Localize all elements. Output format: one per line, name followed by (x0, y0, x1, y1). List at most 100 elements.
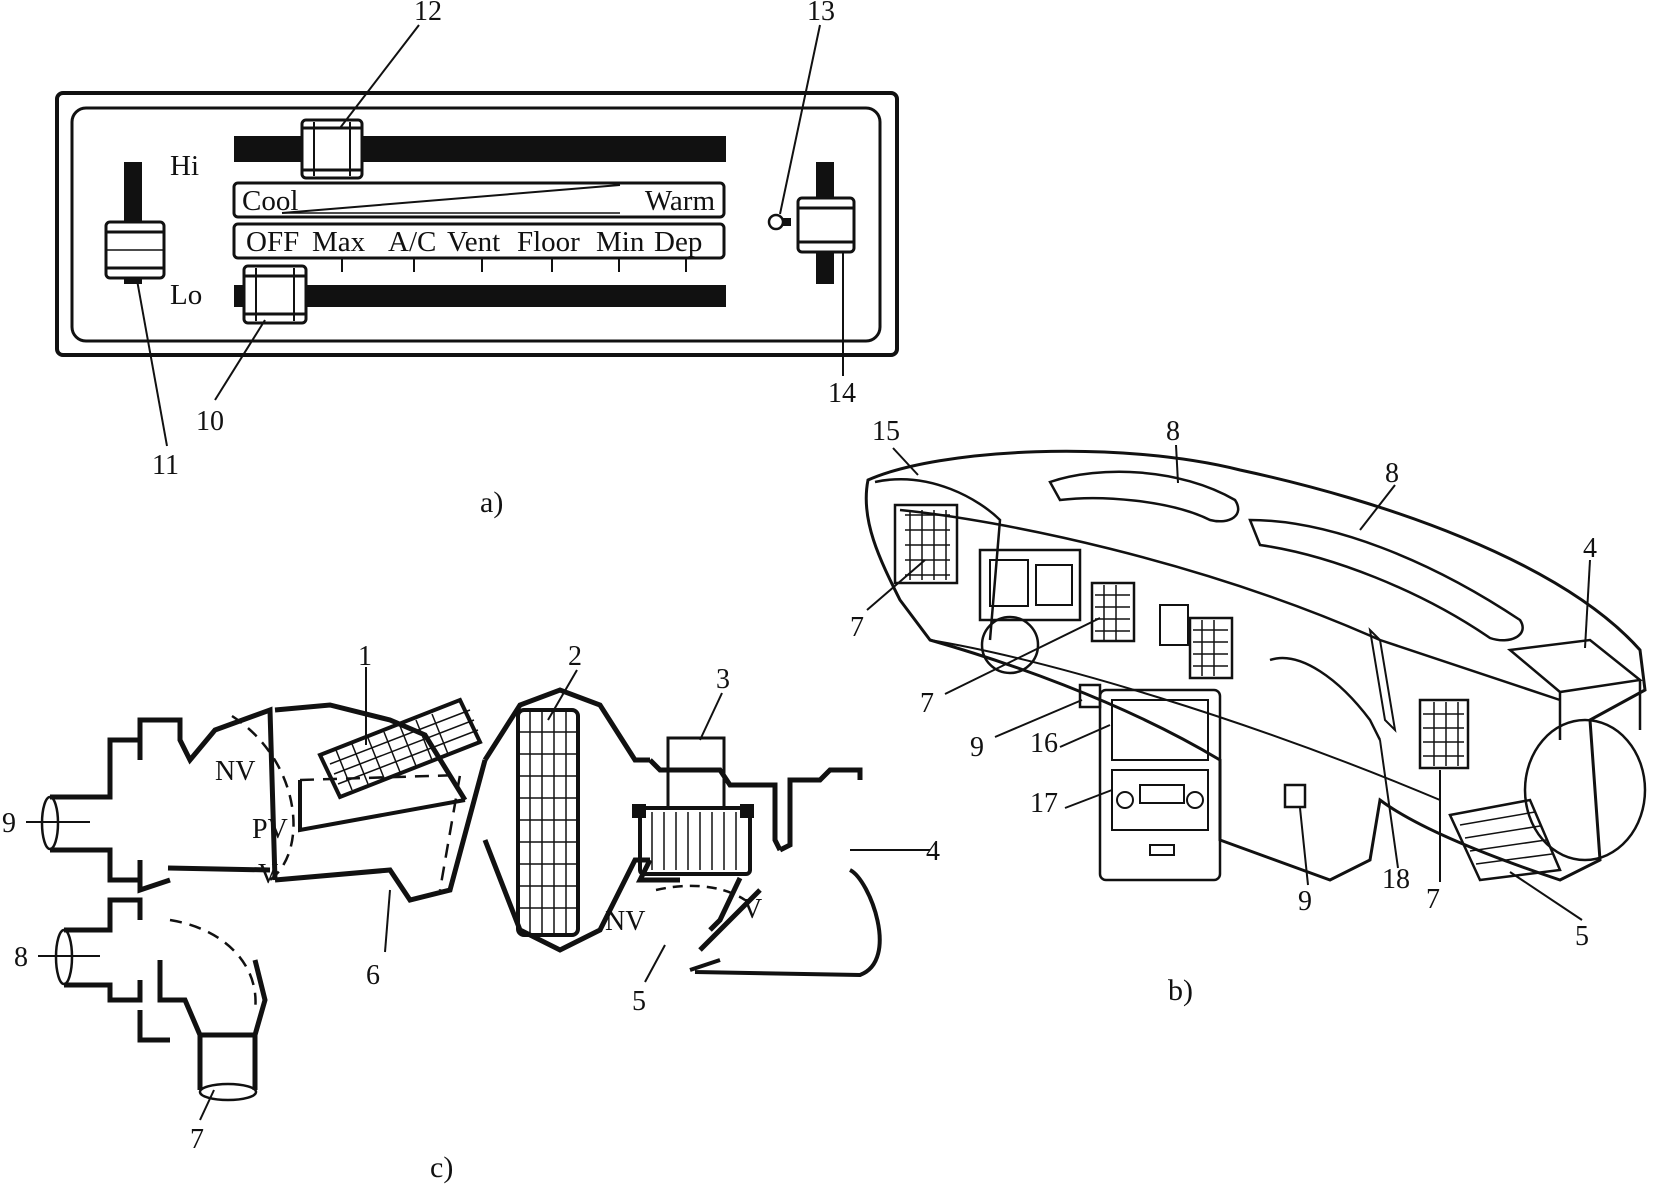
recirc-door-path (655, 884, 746, 902)
callout-11: 11 (152, 450, 179, 481)
valve-label-pv: PV (252, 814, 288, 845)
callout-7-center: 7 (920, 688, 934, 719)
callout-15: 15 (872, 416, 900, 447)
callout-2: 2 (568, 641, 582, 672)
dashboard-duct-diagram: 15 8 8 4 7 7 9 16 17 9 18 7 5 b) (850, 416, 1647, 1007)
callout-7: 7 (190, 1124, 204, 1155)
callout-17: 17 (1030, 788, 1058, 819)
upper-duct-9 (40, 737, 143, 883)
evaporator-housing (482, 687, 650, 953)
fan-lo-label: Lo (170, 279, 202, 311)
callout-9-right: 9 (1298, 886, 1312, 917)
dash-lower-edge (929, 639, 1441, 801)
fan-hi-label: Hi (170, 150, 199, 182)
callout-8: 8 (14, 942, 28, 973)
blend-door (298, 780, 466, 833)
plenum-lower-wall (137, 1010, 170, 1043)
airflow-schematic: NV PV V NV V 1 2 3 4 9 8 7 6 5 c) (2, 641, 940, 1184)
lower-duct-8 (54, 897, 143, 1003)
panel-c-caption: c) (430, 1151, 453, 1184)
plenum-upper-wall (137, 706, 278, 881)
callout-14: 14 (828, 378, 856, 409)
indicator-lamp-icon (767, 213, 791, 231)
dash-left-end (874, 478, 1002, 641)
panel-a-caption: a) (480, 486, 503, 519)
blower-upper-casing (648, 758, 783, 852)
callout-5-dash: 5 (1575, 921, 1589, 952)
temp-cool-label: Cool (242, 185, 298, 217)
panel-b-caption: b) (1168, 974, 1193, 1007)
floor-outlet-grille (1448, 798, 1562, 882)
callout-9-left: 9 (970, 732, 984, 763)
instrument-cluster (978, 548, 1189, 675)
callout-5: 5 (632, 986, 646, 1017)
mode-label-floor: Floor (517, 226, 580, 258)
temp-warm-label: Warm (645, 185, 716, 217)
recirc-inlet (689, 868, 882, 978)
defroster-duct-left (1048, 470, 1240, 523)
mode-scale-strip (232, 222, 726, 260)
valve-label-nv-upper: NV (215, 756, 255, 787)
blower-motor (632, 736, 754, 876)
plenum-left-wall (137, 860, 171, 894)
panel-outer-frame (55, 91, 899, 357)
callout-4: 4 (926, 836, 940, 867)
heater-ac-housing (1507, 638, 1647, 862)
center-left-outlet-grille (1090, 581, 1136, 643)
floor-duct-7-walls (157, 959, 268, 1038)
panel-b-leader-lines (866, 444, 1591, 921)
floor-duct-7-opening (198, 1082, 258, 1102)
blend-door-path (299, 773, 462, 891)
callout-9: 9 (2, 808, 16, 839)
callout-1: 1 (358, 641, 372, 672)
mode-detent-ticks (341, 258, 687, 272)
right-outlet-grille (1418, 698, 1470, 770)
mode-label-ac: A/C (388, 226, 436, 258)
heater-core (317, 697, 483, 800)
mode-label-off: OFF (246, 226, 299, 258)
callout-16: 16 (1030, 728, 1058, 759)
recirc-door (698, 888, 762, 952)
nv-door-path (231, 714, 295, 881)
valve-label-v-upper: V (258, 859, 278, 890)
side-window-vent-right (1283, 783, 1307, 809)
mode-lever-knob (242, 264, 308, 325)
callout-12: 12 (414, 0, 442, 27)
panel-c-leader-lines (26, 667, 930, 1121)
recirc-duct-walls (635, 858, 743, 932)
side-duct-hose (1269, 656, 1382, 741)
callout-18: 18 (1382, 864, 1410, 895)
mode-label-vent: Vent (447, 226, 500, 258)
side-window-vent-left (1078, 683, 1102, 709)
panel-a-leader-lines (136, 24, 844, 447)
valve-label-v-lower: V (742, 894, 762, 925)
callout-6: 6 (366, 960, 380, 991)
mode-label-dep: Dep (654, 226, 702, 258)
v-door-blade (167, 865, 271, 873)
center-console (1098, 688, 1222, 882)
evaporator-core (516, 708, 580, 937)
fan-speed-knob (104, 220, 166, 280)
duct-bracket (1368, 627, 1397, 733)
recirculation-knob (796, 196, 856, 254)
temperature-lever-knob (300, 118, 364, 180)
center-right-outlet-grille (1188, 616, 1234, 680)
callout-8-right: 8 (1385, 458, 1399, 489)
callout-13: 13 (807, 0, 835, 27)
fresh-air-duct (778, 767, 863, 853)
mode-label-min: Min (596, 226, 645, 258)
floor-door-path (169, 918, 257, 1011)
mode-label-max: Max (312, 226, 366, 258)
callout-7-left: 7 (850, 612, 864, 643)
defroster-duct-right (1248, 518, 1524, 642)
valve-label-nv-lower: NV (605, 906, 645, 937)
dash-front-crease (899, 508, 1561, 702)
temperature-gradient-wedge (281, 184, 621, 214)
callout-10: 10 (196, 406, 224, 437)
floor-duct-7 (197, 1035, 258, 1090)
left-outlet-grille (893, 503, 959, 585)
callout-3: 3 (716, 664, 730, 695)
lower-casing (274, 759, 488, 903)
callout-4-dash: 4 (1583, 533, 1597, 564)
